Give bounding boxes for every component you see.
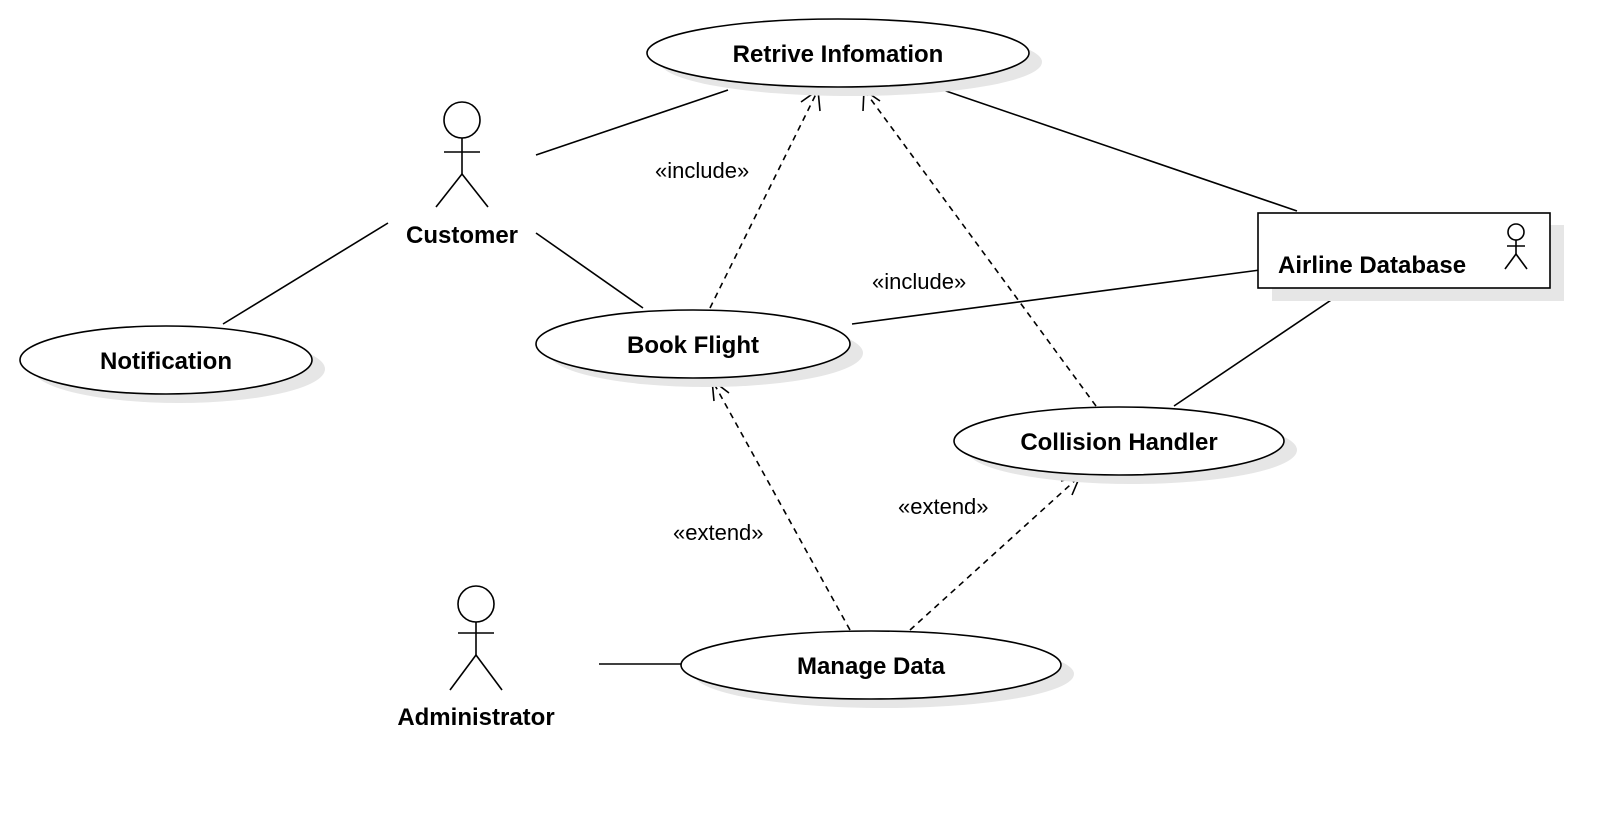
use-case-notification-label: Notification [100, 348, 232, 375]
use-case-retrieve-label: Retrive Infomation [733, 41, 944, 68]
actor-customer: Customer [406, 101, 518, 249]
actor-airline-database-label: Airline Database [1278, 252, 1466, 279]
association-collision-airlinedb [1173, 289, 1347, 407]
actor-administrator-label: Administrator [397, 704, 554, 731]
association-customer-notification [222, 222, 389, 325]
include-label-collision-retrieve: «include» [872, 269, 966, 294]
extend-label-managedata-collision: «extend» [898, 494, 989, 519]
use-case-retrieve-information: Retrive Infomation [646, 18, 1042, 96]
use-case-book-flight: Book Flight [535, 309, 863, 387]
use-case-manage-data: Manage Data [680, 630, 1074, 708]
include-label-bookflight-retrieve: «include» [655, 158, 749, 183]
use-case-collision-handler: Collision Handler [953, 406, 1297, 484]
use-case-collision-label: Collision Handler [1020, 429, 1217, 456]
stick-figure-icon [435, 101, 489, 208]
use-case-book-flight-label: Book Flight [627, 332, 759, 359]
actor-administrator: Administrator [397, 585, 555, 731]
actor-airline-database: Airline Database [1257, 212, 1564, 301]
use-case-notification: Notification [19, 325, 325, 403]
association-bookflight-airlinedb [851, 269, 1261, 325]
stick-figure-icon [1504, 223, 1528, 270]
include-bookflight-retrieve-line [709, 89, 819, 309]
association-customer-bookflight [535, 232, 644, 309]
actor-customer-label: Customer [406, 222, 518, 249]
stick-figure-icon [449, 585, 503, 691]
association-retrieve-airlinedb [942, 89, 1298, 212]
association-customer-retrieve [535, 89, 729, 156]
extend-label-managedata-bookflight: «extend» [673, 520, 764, 545]
use-case-manage-data-label: Manage Data [797, 653, 946, 680]
extend-managedata-bookflight-line [711, 379, 851, 631]
include-collision-retrieve-line [863, 89, 1097, 407]
extend-managedata-collision-line [909, 475, 1081, 631]
